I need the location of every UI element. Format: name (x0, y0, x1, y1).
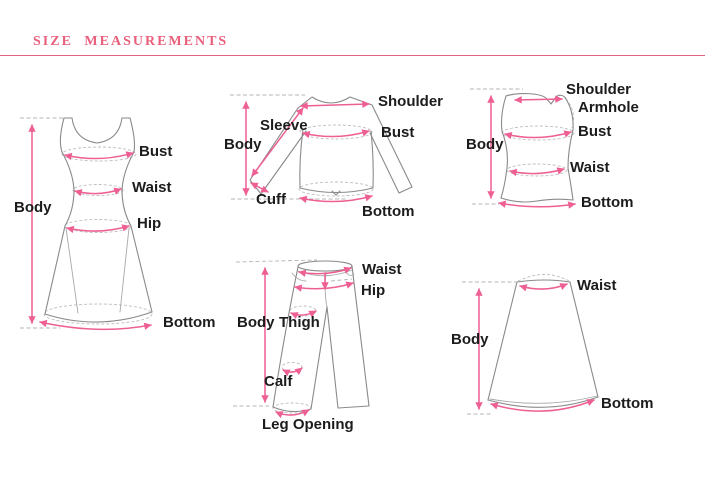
top-bottom-label: Bottom (362, 203, 415, 220)
top-sleeve-label: Sleeve (260, 117, 308, 134)
skirt-guides (462, 274, 570, 415)
vest-outline (500, 93, 574, 203)
skirt-waist-arrow (519, 283, 568, 292)
skirt-body-label: Body (451, 331, 489, 348)
vest-shoulder-arrow (514, 95, 563, 104)
top-bust-arrow (302, 129, 370, 139)
dress-bust-label: Bust (139, 143, 173, 160)
dress-guides (20, 117, 153, 329)
dress-outline (44, 117, 153, 323)
skirt-arrows (475, 283, 595, 412)
pants-thigh-arrow (290, 310, 317, 319)
title-underline (0, 55, 705, 56)
vest-shoulder-label: Shoulder (566, 81, 632, 98)
skirt-outline (487, 279, 599, 408)
top-body-label: Body (224, 136, 262, 153)
vest-waist-arrow (509, 167, 565, 177)
top-sleeve-arrow (251, 107, 304, 177)
pants-leg-opening-label: Leg Opening (262, 416, 354, 433)
pants-guides (233, 259, 353, 414)
vest-bust-label: Bust (578, 123, 612, 140)
top-bust-label: Bust (381, 124, 415, 141)
dress-waist-label: Waist (132, 179, 172, 196)
dress-hip-arrow (66, 224, 130, 234)
pants-outline (272, 260, 370, 413)
dress-bottom-arrow (39, 319, 152, 331)
vest-bottom-arrow (498, 200, 576, 209)
vest-waist-label: Waist (570, 159, 610, 176)
vest-bust-arrow (504, 130, 572, 140)
dress-bottom-label: Bottom (163, 314, 216, 331)
vest-armhole-label: Armhole (578, 99, 639, 116)
pants-hip-label: Hip (361, 282, 386, 299)
top-arrows (242, 100, 373, 204)
pants-hip-arrow (294, 281, 354, 292)
pants-arrows (261, 266, 354, 419)
top-shoulder-label: Shoulder (378, 93, 444, 110)
skirt-bottom-arrow (490, 399, 595, 412)
skirt-bottom-label: Bottom (601, 395, 654, 412)
pants-body-label: Body (237, 314, 275, 331)
dress-bust-arrow (64, 151, 134, 161)
top-bottom-arrow (299, 194, 373, 204)
vest-bottom-label: Bottom (581, 194, 634, 211)
top-shoulder-arrow (300, 100, 370, 110)
top-cuff-label: Cuff (256, 191, 286, 208)
pants-leg-opening-arrow (275, 409, 310, 419)
pants-thigh-label: Thigh (279, 314, 320, 331)
vest-body-label: Body (466, 136, 504, 153)
dress-waist-arrow (74, 187, 122, 197)
page-title: SIZE MEASUREMENTS (33, 34, 229, 49)
skirt-waist-label: Waist (577, 277, 617, 294)
pants-calf-label: Calf (264, 373, 293, 390)
dress-body-label: Body (14, 199, 52, 216)
dress-arrows (28, 124, 152, 331)
pants-calf-arrow (282, 367, 303, 377)
pants-waist-label: Waist (362, 261, 402, 278)
dress-hip-label: Hip (137, 215, 162, 232)
top-cuff-arrow (250, 182, 269, 193)
vest-arrows (487, 95, 576, 209)
